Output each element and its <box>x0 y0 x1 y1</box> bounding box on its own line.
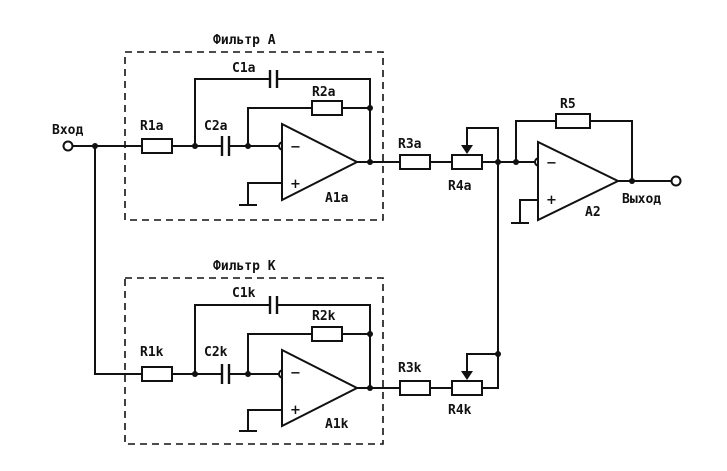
opamp-a1k <box>281 348 360 428</box>
input-to-k-wire <box>94 145 143 375</box>
wire-r2a-left <box>247 107 313 147</box>
input-label: Вход <box>52 123 83 138</box>
label-c2a: C2a <box>204 119 228 134</box>
label-r1a: R1a <box>140 119 164 134</box>
label-r4a: R4a <box>448 179 472 194</box>
label-r2a: R2a <box>312 85 336 100</box>
junction-a-3 <box>367 105 373 111</box>
wiper-r4a-arrow <box>461 145 473 154</box>
opamp-a1k-minus: − <box>290 366 301 381</box>
junction-k-3 <box>367 331 373 337</box>
label-r5: R5 <box>560 97 576 112</box>
label-c1a: C1a <box>232 61 256 76</box>
wire-r5-left <box>515 120 557 163</box>
output-terminal <box>670 175 682 187</box>
resistor-r3k <box>399 380 431 396</box>
resistor-r4a <box>451 154 483 170</box>
label-r1k: R1k <box>140 345 164 360</box>
label-a2: A2 <box>585 205 601 220</box>
wire-c1a-right <box>276 78 371 163</box>
resistor-r1a <box>141 138 173 154</box>
input-terminal <box>62 140 74 152</box>
opamp-a1k-plus: + <box>290 403 301 418</box>
resistor-r3a <box>399 154 431 170</box>
wire-r4k-to-sum <box>481 161 499 389</box>
wire-c1k-left <box>194 304 271 375</box>
wire-r5-right <box>589 120 633 182</box>
opamp-a2 <box>537 140 621 222</box>
opamp-a1a <box>281 122 360 202</box>
opamp-a1a-minus: − <box>290 140 301 155</box>
junction-output <box>629 178 635 184</box>
resistor-r1k <box>141 366 173 382</box>
filter-k-title: Фильтр K <box>213 259 276 274</box>
junction-r4k <box>495 351 501 357</box>
junction-a-out <box>367 159 373 165</box>
label-r2k: R2k <box>312 309 336 324</box>
label-r4k: R4k <box>448 403 472 418</box>
label-r3k: R3k <box>398 361 422 376</box>
wire-c1k-right <box>276 304 371 389</box>
resistor-r5 <box>555 113 591 129</box>
junction-k-out <box>367 385 373 391</box>
wiper-r4k-arrow <box>461 371 473 380</box>
label-c2k: C2k <box>204 345 228 360</box>
filter-k-box <box>124 277 384 445</box>
wire-r2k-left <box>247 333 313 375</box>
output-label: Выход <box>622 192 661 207</box>
resistor-r4k <box>451 380 483 396</box>
label-a1a: A1a <box>325 191 349 206</box>
wire-c1a-left <box>194 78 271 147</box>
filter-a-box <box>124 51 384 221</box>
label-r3a: R3a <box>398 137 422 152</box>
wiper-r4k-wire <box>466 353 499 373</box>
opamp-a2-plus: + <box>546 193 557 208</box>
resistor-r2a <box>311 100 343 116</box>
label-a1k: A1k <box>325 417 349 432</box>
resistor-r2k <box>311 326 343 342</box>
opamp-a2-minus: − <box>546 156 557 171</box>
opamp-a1a-plus: + <box>290 177 301 192</box>
label-c1k: C1k <box>232 286 256 301</box>
filter-a-title: Фильтр A <box>213 33 276 48</box>
wiper-r4a-wire <box>466 127 499 163</box>
